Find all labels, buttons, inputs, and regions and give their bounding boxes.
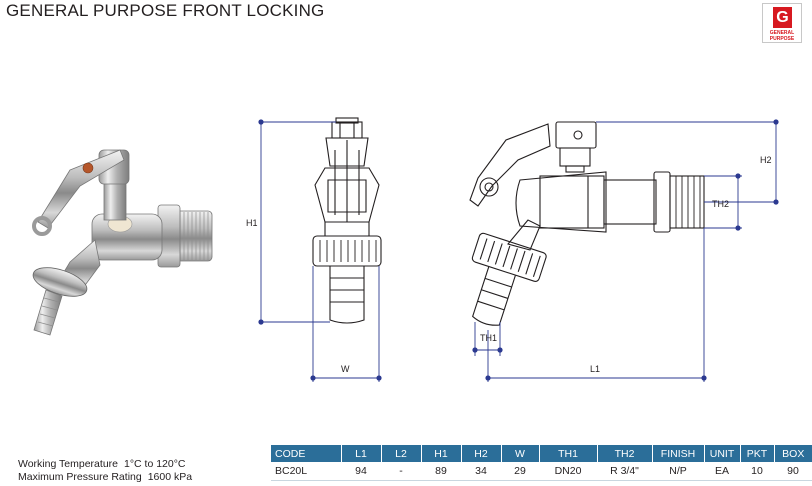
- col-header-unit: UNIT: [703, 445, 740, 462]
- spec-label: Maximum Pressure Rating: [18, 471, 142, 483]
- cell-unit: EA: [704, 462, 740, 481]
- table-header-row: CODE L1 L2 H1 H2 W TH1 TH2 FINISH UNIT P…: [271, 445, 812, 462]
- cell-th2: R 3/4": [597, 462, 652, 481]
- col-header-l2: L2: [380, 445, 421, 462]
- spec-value: 1600 kPa: [147, 471, 193, 483]
- dim-label-h2: H2: [760, 155, 772, 165]
- dim-label-h1: H1: [246, 218, 258, 228]
- dim-label-th1: TH1: [480, 333, 497, 343]
- cell-h1: 89: [421, 462, 461, 481]
- side-view-drawing: [469, 121, 705, 326]
- product-photo: [32, 149, 213, 336]
- col-header-th1: TH1: [538, 445, 597, 462]
- col-header-h1: H1: [420, 445, 461, 462]
- dimension-lines: [258, 119, 779, 382]
- page-title: GENERAL PURPOSE FRONT LOCKING: [6, 1, 325, 20]
- col-header-th2: TH2: [596, 445, 652, 462]
- dim-label-th2: TH2: [712, 199, 729, 209]
- front-view-drawing: [312, 117, 382, 324]
- cell-pkt: 10: [740, 462, 774, 481]
- col-header-w: W: [500, 445, 539, 462]
- table-row: BC20L 94 - 89 34 29 DN20 R 3/4" N/P EA 1…: [271, 462, 812, 481]
- badge-line-2: PURPOSE: [769, 36, 795, 42]
- col-header-code: CODE: [271, 445, 341, 462]
- technical-drawing: H1 W H2 TH2 TH1 L1: [32, 117, 779, 382]
- cell-l2: -: [381, 462, 421, 481]
- col-header-box: BOX: [773, 445, 812, 462]
- badge-line-1: GENERAL: [769, 30, 795, 36]
- cell-w: 29: [501, 462, 539, 481]
- spec-working-temperature: Working Temperature 1°C to 120°C: [18, 458, 186, 470]
- dim-label-w: W: [341, 364, 350, 374]
- product-spec-table: CODE L1 L2 H1 H2 W TH1 TH2 FINISH UNIT P…: [271, 445, 812, 481]
- general-purpose-badge: G GENERAL PURPOSE: [762, 3, 802, 43]
- cell-box: 90: [774, 462, 812, 481]
- col-header-h2: H2: [460, 445, 501, 462]
- badge-letter: G: [773, 7, 792, 28]
- cell-h2: 34: [461, 462, 501, 481]
- col-header-finish: FINISH: [651, 445, 704, 462]
- col-header-l1: L1: [340, 445, 381, 462]
- dim-label-l1: L1: [590, 364, 600, 374]
- spec-label: Working Temperature: [18, 458, 118, 470]
- cell-th1: DN20: [539, 462, 597, 481]
- spec-max-pressure: Maximum Pressure Rating 1600 kPa: [18, 471, 192, 483]
- cell-finish: N/P: [652, 462, 704, 481]
- cell-code: BC20L: [271, 462, 341, 481]
- col-header-pkt: PKT: [739, 445, 774, 462]
- spec-value: 1°C to 120°C: [124, 458, 186, 470]
- cell-l1: 94: [341, 462, 381, 481]
